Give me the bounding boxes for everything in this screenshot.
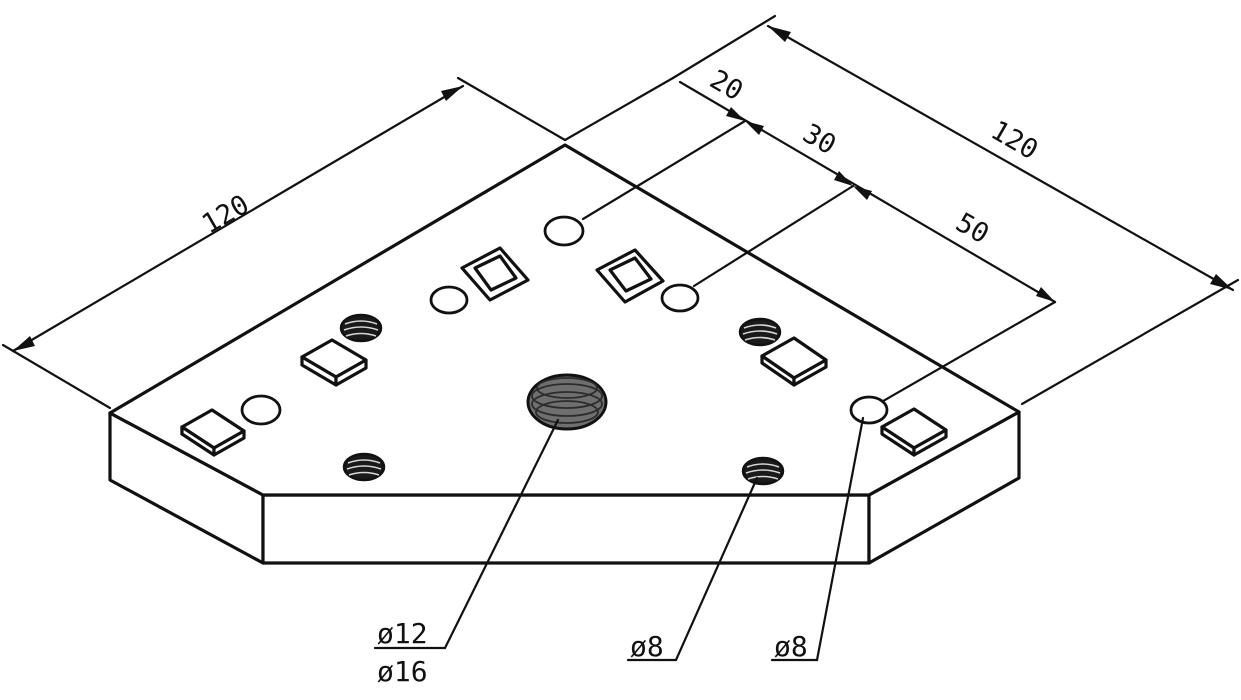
leader-through-hole xyxy=(770,416,865,662)
tapped-hole-lower-left xyxy=(342,452,386,482)
callout-tapped-hole: ø8 xyxy=(630,630,664,663)
arrowhead xyxy=(441,86,463,101)
tapped-hole-upper-left xyxy=(339,313,383,343)
dimension-label-right: 120 xyxy=(985,115,1043,166)
slot-left xyxy=(460,246,530,302)
hole-right xyxy=(660,283,700,313)
arrowhead xyxy=(768,26,791,42)
callout-through-hole: ø8 xyxy=(774,630,808,663)
dimension-label-left: 120 xyxy=(197,189,255,240)
tapped-hole-lower-right xyxy=(741,456,785,486)
pad-front-left xyxy=(180,408,246,457)
dimension-line-right xyxy=(766,24,1235,292)
square-pads xyxy=(180,336,948,457)
center-threaded-hole xyxy=(526,373,608,431)
arrowhead xyxy=(834,171,853,186)
callout-center-hole-line2: ø16 xyxy=(377,655,428,688)
plate-body xyxy=(108,143,1021,565)
pad-front-right xyxy=(880,407,948,457)
arrowhead xyxy=(1210,274,1233,290)
hole-top xyxy=(543,215,585,247)
through-holes xyxy=(240,215,889,426)
pad-mid-left xyxy=(300,338,368,387)
arrowhead xyxy=(13,336,35,351)
callout-center-hole-line1: ø12 xyxy=(377,617,428,650)
slots xyxy=(460,246,665,304)
arrowhead xyxy=(726,107,745,121)
arrowhead xyxy=(853,186,872,200)
arrowhead xyxy=(1036,287,1055,302)
callouts: ø12 ø16 ø8 ø8 xyxy=(373,416,865,688)
tapped-hole-upper-right xyxy=(738,317,782,347)
hole-front-left xyxy=(240,394,282,426)
plate-front-face xyxy=(261,493,871,565)
leader-center-hole xyxy=(373,418,560,650)
slot-right xyxy=(595,248,665,304)
hole-left xyxy=(429,285,469,315)
pad-mid-right xyxy=(760,336,828,387)
leader-tapped-hole xyxy=(626,476,759,662)
arrowhead xyxy=(745,121,764,135)
plate-top-face xyxy=(108,143,1021,497)
tapped-holes xyxy=(339,313,785,486)
hole-front-right xyxy=(849,395,889,425)
dimension-line-left xyxy=(11,84,465,353)
